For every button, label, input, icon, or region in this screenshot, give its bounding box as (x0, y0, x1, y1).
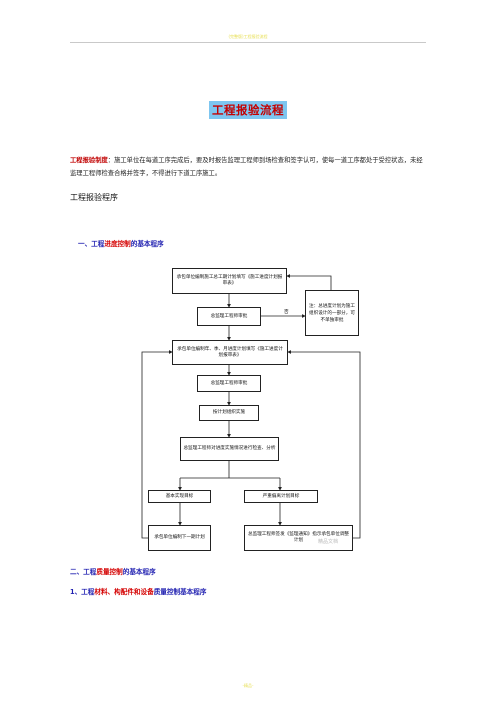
flow-box-plan: 承包单位编制施工总工期计划填写《施工进度计划报审表》 (172, 268, 287, 294)
arrow-loop-right (287, 350, 361, 539)
intro-lead: 工程报验制度 (70, 157, 108, 164)
watermark-text: 精品文档 (318, 539, 339, 545)
arrow-note-plan (286, 274, 332, 290)
flow-box-inspect: 总监理工程师对进度实施情况进行检查、分析 (180, 437, 279, 461)
section3-heading: 1、工程材料、构配件和设备质量控制基本程序 (70, 586, 206, 596)
flow-box-implement: 按计划组织实施 (199, 405, 259, 421)
flow-box-review: 总监理工程师审批 (197, 307, 261, 326)
header-note: (完整版)工程报验流程 (228, 34, 268, 39)
flow-box-review2: 总监理工程师审批 (197, 375, 261, 392)
flow-box-note: 注：总进度计划为施工组织设计的一部分，可不单独审批 (305, 290, 359, 336)
footer-note: -精品- (242, 683, 254, 688)
flow-box-serious: 严重偏离计划目标 (244, 490, 318, 503)
section2-suffix: 的基本程序 (122, 568, 156, 576)
section1-heading: 一、工程进度控制的基本程序 (78, 238, 164, 248)
flow-box-periodic: 承包单位编制年、季、月进度计划填写《施工进度计划报审表》 (172, 340, 288, 365)
flow-box-notice: 总监理工程师签发《监理通知》指示承包单位调整计划 (244, 525, 353, 551)
intro-text: 施工单位在每道工序完成后，要及时报告监理工程师到场检查和签字认可，使每一道工序都… (70, 157, 423, 177)
section3-prefix: 1、工程 (70, 588, 95, 596)
section2-prefix: 二、工程 (70, 568, 97, 576)
section3-highlight: 材料、构配件和设备 (94, 588, 154, 596)
section2-highlight: 质量控制 (96, 568, 123, 576)
flow-box-next: 承包单位编制下一期计划 (148, 525, 211, 551)
flow-box-basic: 基本实现目标 (148, 490, 211, 503)
section1-suffix: 的基本程序 (130, 240, 164, 248)
header-divider (70, 42, 426, 43)
section1-prefix: 一、工程 (78, 240, 105, 248)
procedure-heading: 工程报验程序 (70, 193, 118, 202)
intro-sep: ： (107, 157, 115, 164)
section2-heading: 二、工程质量控制的基本程序 (70, 566, 156, 576)
title-text: 工程报验流程 (209, 101, 287, 119)
intro-paragraph: 工程报验制度：施工单位在每道工序完成后，要及时报告监理工程师到场检查和签字认可，… (70, 155, 426, 180)
document-title: 工程报验流程 (0, 99, 496, 119)
section3-suffix: 质量控制基本程序 (153, 588, 207, 596)
section1-highlight: 进度控制 (104, 240, 131, 248)
arrow-loop-left (141, 350, 173, 539)
flow-label-no: 否 (284, 310, 289, 315)
